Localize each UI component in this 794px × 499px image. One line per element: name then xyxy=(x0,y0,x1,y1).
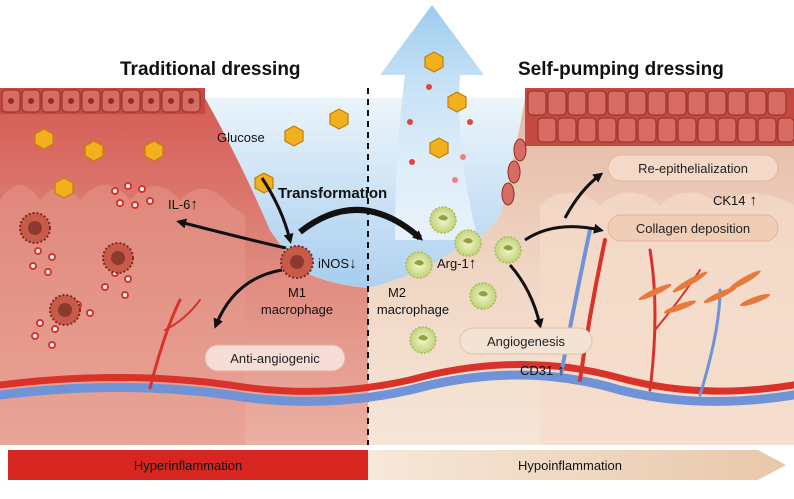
hypoinflammation-arrow xyxy=(368,450,786,480)
hyperinflammation-label: Hyperinflammation xyxy=(134,458,242,473)
transformation-label: Transformation xyxy=(278,185,387,202)
m1-cell xyxy=(102,242,134,274)
m1-label: M1 xyxy=(288,285,306,300)
m1-cell xyxy=(19,212,51,244)
pumping-arrow xyxy=(380,5,484,240)
m2-cell xyxy=(429,206,457,234)
pill-anti-angiogenic-label: Anti-angiogenic xyxy=(230,351,320,366)
il6-label: IL-6↑ xyxy=(168,196,198,213)
ck14-label: CK14↑ xyxy=(713,192,757,209)
pill-angiogenesis-label: Angiogenesis xyxy=(487,334,566,349)
ck14-up-arrow: ↑ xyxy=(750,192,758,209)
m1-macrophages xyxy=(19,212,314,326)
m2-cell xyxy=(405,251,433,279)
pill-collagen-deposition-label: Collagen deposition xyxy=(636,221,750,236)
left-panel-title: Traditional dressing xyxy=(120,59,301,80)
m1-cell xyxy=(49,294,81,326)
arg1-up-arrow: ↑ xyxy=(469,255,477,272)
blood-vessels xyxy=(0,228,794,406)
pill-angiogenesis: Angiogenesis xyxy=(459,327,593,355)
hypoinflammation-label: Hypoinflammation xyxy=(518,458,622,473)
il6-up-arrow: ↑ xyxy=(190,196,198,213)
cd31-up-arrow: ↑ xyxy=(557,362,565,379)
pill-re-epithelialization: Re-epithelialization xyxy=(607,154,779,182)
m2-cell xyxy=(469,282,497,310)
pill-anti-angiogenic: Anti-angiogenic xyxy=(204,344,346,372)
m2-cell xyxy=(494,236,522,264)
process-arrows xyxy=(176,172,604,329)
epidermis-left xyxy=(0,88,205,114)
m2-cell xyxy=(409,326,437,354)
glucose-label: Glucose xyxy=(217,130,265,145)
pill-re-epithelialization-label: Re-epithelialization xyxy=(638,161,748,176)
inos-down-arrow: ↓ xyxy=(349,255,357,272)
m1-cell-central xyxy=(280,245,314,279)
pill-collagen-deposition: Collagen deposition xyxy=(607,214,779,242)
m2-sublabel: macrophage xyxy=(377,302,449,317)
hyperinflammation-bar xyxy=(8,450,368,480)
right-panel-title: Self-pumping dressing xyxy=(518,59,724,80)
wound-fluid xyxy=(205,98,368,288)
epidermis-right xyxy=(501,88,794,206)
cd31-label: CD31↑ xyxy=(520,362,565,379)
m2-label: M2 xyxy=(388,285,406,300)
m1-sublabel: macrophage xyxy=(261,302,333,317)
m2-cell xyxy=(454,229,482,257)
glucose-molecules xyxy=(34,51,467,199)
collagen-fibers xyxy=(638,270,771,314)
pumped-particles xyxy=(407,84,473,183)
inos-label: iNOS↓ xyxy=(318,255,357,272)
il6-cytokines xyxy=(29,182,154,349)
arg1-label: Arg-1↑ xyxy=(437,255,476,272)
m2-macrophages xyxy=(405,206,522,354)
